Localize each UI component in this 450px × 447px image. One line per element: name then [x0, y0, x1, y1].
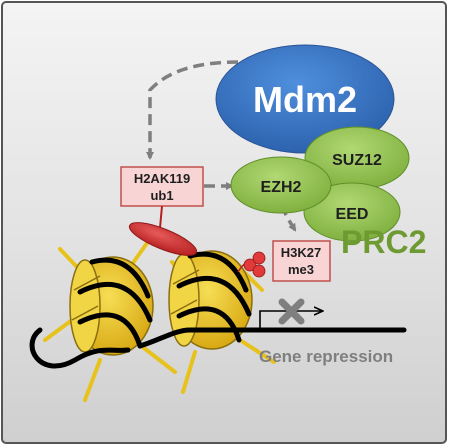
h2a-label-line1: H2AK119 [134, 171, 190, 186]
h3-label-line1: H3K27 [281, 245, 321, 260]
h2ak119ub1-box: H2AK119 ub1 [120, 166, 204, 207]
methyl-marks [243, 251, 266, 278]
eed-subunit: EED [303, 182, 401, 242]
prc2-label: PRC2 [341, 224, 426, 260]
bent-arrow-icon [259, 311, 322, 330]
dna-strand [29, 327, 407, 369]
ubiquitin-tether [159, 205, 163, 229]
mdm2-protein: Mdm2 [215, 44, 395, 154]
suz12-label: SUZ12 [332, 152, 382, 169]
ezh2-subunit: EZH2 [230, 156, 332, 214]
mdm2-to-h2a-arrow [146, 60, 239, 160]
ubiquitin-mark [128, 222, 198, 256]
cross-icon [278, 298, 305, 325]
mdm2-label: Mdm2 [253, 79, 357, 120]
eed-label: EED [336, 206, 369, 223]
h3k27me3-box: H3K27 me3 [272, 240, 331, 282]
nucleosome-right [168, 250, 276, 394]
ezh2-label: EZH2 [261, 179, 302, 196]
h3-label-line2: me3 [288, 262, 314, 277]
h2a-label-line2: ub1 [150, 188, 173, 203]
nucleosome-left [43, 234, 177, 402]
gene-repression-label: Gene repression [259, 347, 393, 366]
